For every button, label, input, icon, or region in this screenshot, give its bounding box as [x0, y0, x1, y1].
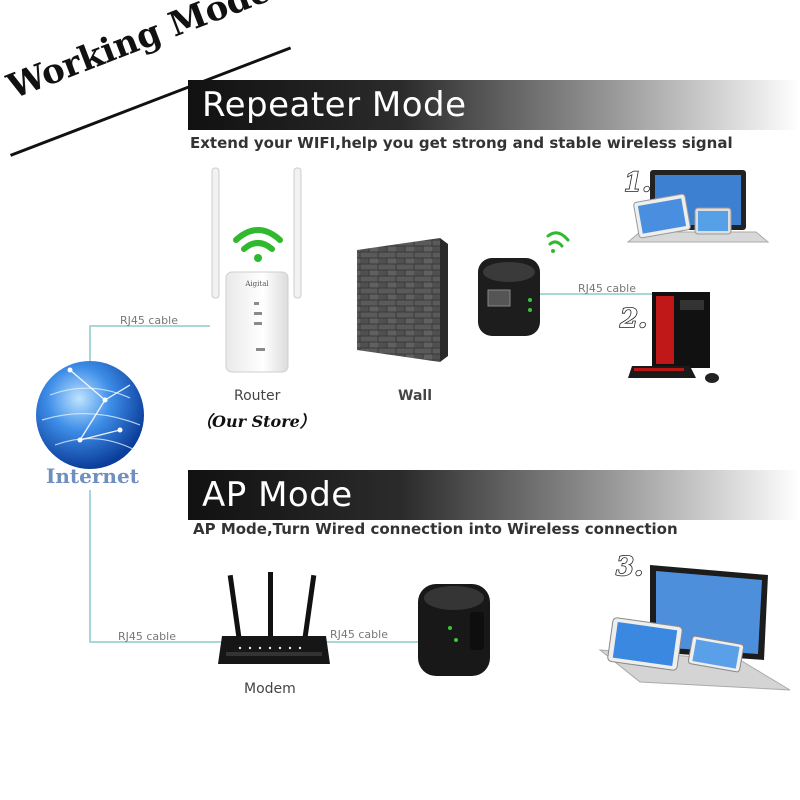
repeater-mode-heading: Repeater Mode — [202, 85, 467, 125]
devices-group-1 — [626, 170, 770, 243]
desktop-pc-group — [628, 292, 719, 383]
router-caption: Router — [234, 388, 281, 404]
extender-repeater-device — [478, 258, 540, 336]
internet-caption: Internet — [46, 464, 139, 488]
cable-label-pc: RJ45 cable — [578, 282, 636, 295]
wifi-small-icon — [546, 231, 570, 253]
ap-mode-heading: AP Mode — [202, 475, 353, 515]
repeater-mode-subtitle: Extend your WIFI,help you get strong and… — [190, 134, 733, 152]
cable-label-modem: RJ45 cable — [118, 630, 176, 643]
router-brand-text: Aigital — [244, 280, 269, 288]
cable-internet-modem — [89, 490, 222, 643]
number-1-label: 1. — [623, 167, 652, 199]
repeater-mode-banner: Repeater Mode — [188, 80, 800, 130]
number-3-label: 3. — [615, 551, 644, 583]
internet-globe — [36, 361, 144, 469]
cable-label-extender: RJ45 cable — [330, 628, 388, 641]
wall-bricks — [357, 238, 448, 362]
wall-caption: Wall — [398, 388, 432, 404]
devices-group-3 — [598, 565, 791, 691]
our-store-caption: （Our Store） — [196, 412, 316, 431]
number-2-label: 2. — [619, 303, 648, 335]
router-device: Aigital — [211, 167, 302, 373]
ap-mode-subtitle: AP Mode,Turn Wired connection into Wirel… — [193, 520, 678, 538]
wifi-green-icon — [233, 227, 283, 262]
modem-device — [218, 572, 330, 664]
cable-internet-router — [89, 325, 210, 375]
modem-caption: Modem — [244, 681, 296, 697]
extender-ap-device — [418, 584, 490, 676]
ap-mode-banner: AP Mode — [188, 470, 800, 520]
cable-label-router: RJ45 cable — [120, 314, 178, 327]
